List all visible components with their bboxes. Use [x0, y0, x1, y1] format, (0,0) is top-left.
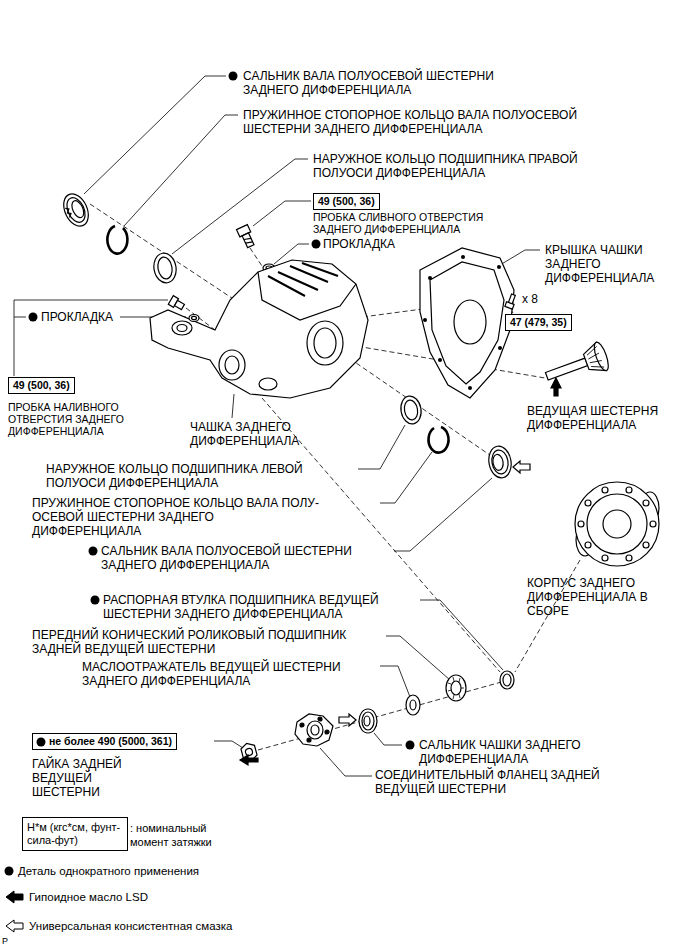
torque-value: 49 (500, 36)	[13, 379, 70, 391]
single-use-bullet	[35, 736, 47, 748]
part-name: КРЫШКА ЧАШКИ ЗАДНЕГО ДИФФЕРЕНЦИАЛА	[545, 243, 670, 285]
part-name: САЛЬНИК ВАЛА ПОЛУОСЕВОЙ ШЕСТЕРНИ ЗАДНЕГО…	[101, 544, 371, 572]
part-name: НАРУЖНОЕ КОЛЬЦО ПОДШИПНИКА ПРАВОЙ ПОЛУОС…	[313, 152, 583, 180]
part-name: САЛЬНИК ЧАШКИ ЗАДНЕГО ДИФФЕРЕНЦИАЛА	[419, 738, 604, 766]
torque-value: 47 (479, 35)	[510, 316, 567, 328]
legend-text: Универсальная консистентная смазка	[29, 919, 232, 933]
torque-value: 49 (500, 36)	[318, 195, 375, 207]
legend-text: : номинальный момент затяжки	[130, 821, 238, 849]
single-use-bullet-dot	[37, 738, 46, 747]
torque-legend-box: Н*м (кгс*см, фунт-сила-фут)	[22, 817, 128, 851]
legend-text: Деталь однократного применения	[18, 864, 199, 878]
torque-value: не более 490 (5000, 361)	[49, 735, 172, 747]
part-name: САЛЬНИК ВАЛА ПОЛУОСЕВОЙ ШЕСТЕРНИ ЗАДНЕГО…	[243, 69, 533, 97]
part-name: ПРОБКА СЛИВНОГО ОТВЕРСТИЯ ЗАДНЕГО ДИФФЕР…	[313, 211, 498, 235]
part-name: ВЕДУЩАЯ ШЕСТЕРНЯ ДИФФЕРЕНЦИАЛА	[527, 404, 667, 432]
torque-box: 47 (479, 35)	[505, 314, 572, 331]
part-name: РАСПОРНАЯ ВТУЛКА ПОДШИПНИКА ВЕДУЩЕЙ ШЕСТ…	[103, 593, 388, 621]
part-name: НАРУЖНОЕ КОЛЬЦО ПОДШИПНИКА ЛЕВОЙ ПОЛУОСИ…	[46, 462, 311, 490]
torque-value: Н*м (кгс*см, фунт-сила-фут)	[27, 821, 120, 846]
quantity-note: x 8	[522, 292, 538, 306]
legend-text: Гипоидное масло LSD	[29, 890, 148, 904]
part-name: ГАЙКА ЗАДНЕЙ ВЕДУЩЕЙ ШЕСТЕРНИ	[32, 757, 162, 799]
part-name: ПРУЖИННОЕ СТОПОРНОЕ КОЛЬЦО ВАЛА ПОЛУОСЕВ…	[243, 108, 583, 136]
part-name: СОЕДИНИТЕЛЬНЫЙ ФЛАНЕЦ ЗАДНЕЙ ВЕДУЩЕЙ ШЕС…	[375, 768, 615, 796]
page-mark: P	[2, 936, 8, 947]
torque-box: 49 (500, 36)	[8, 377, 75, 394]
torque-box: 49 (500, 36)	[313, 193, 380, 210]
part-name: ПЕРЕДНИЙ КОНИЧЕСКИЙ РОЛИКОВЫЙ ПОДШИПНИК …	[32, 628, 352, 656]
part-name: ПРОКЛАДКА	[323, 237, 395, 251]
part-name: КОРПУС ЗАДНЕГО ДИФФЕРЕНЦИАЛА В СБОРЕ	[527, 576, 652, 618]
part-name: ПРУЖИННОЕ СТОПОРНОЕ КОЛЬЦО ВАЛА ПОЛУ- ОС…	[32, 496, 322, 538]
part-name: ЧАШКА ЗАДНЕГО ДИФФЕРЕНЦИАЛА	[190, 420, 310, 448]
part-name: ПРОБКА НАЛИВНОГО ОТВЕРСТИЯ ЗАДНЕГО ДИФФЕ…	[8, 401, 143, 437]
part-name: ПРОКЛАДКА	[41, 310, 113, 324]
torque-box: не более 490 (5000, 361)	[32, 733, 177, 750]
part-name: МАСЛООТРАЖАТЕЛЬ ВЕДУЩЕЙ ШЕСТЕРНИ ЗАДНЕГО…	[82, 660, 352, 688]
